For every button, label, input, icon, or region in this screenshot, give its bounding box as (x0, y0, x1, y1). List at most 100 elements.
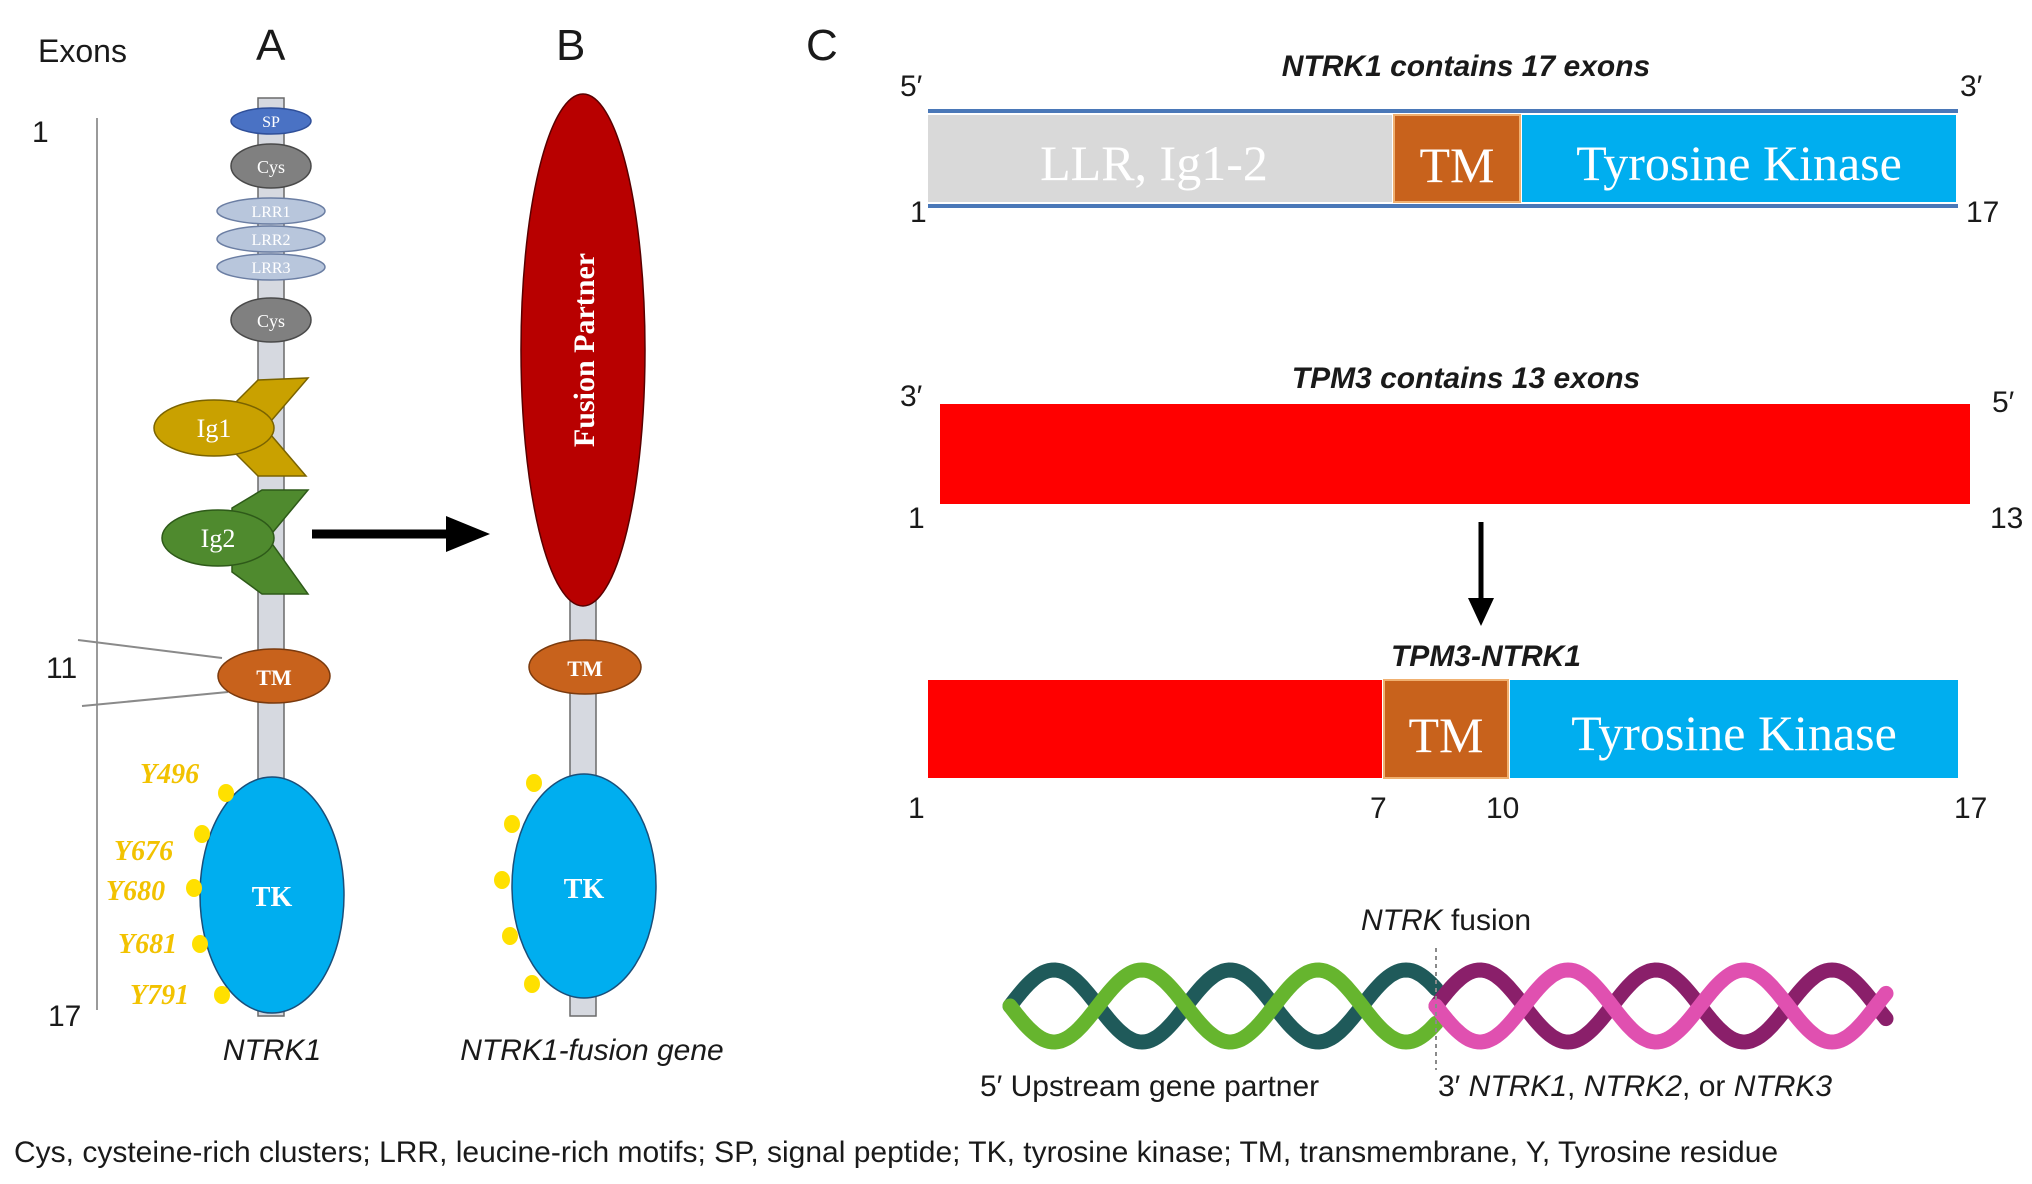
tm-label-a: TM (256, 665, 292, 690)
lrr1-label: LRR1 (251, 204, 290, 221)
tyrosine-dot-y676 (194, 825, 210, 843)
dna-helix (1002, 948, 1894, 1070)
tpm3-num-left: 1 (908, 502, 925, 535)
helix-strand-pink (1428, 962, 1894, 1050)
arrow-down (1468, 522, 1494, 626)
tm-domain-b (528, 639, 642, 695)
helix-left-label: 5′ Upstream gene partner (980, 1070, 1319, 1103)
tk-label-b: TK (564, 874, 605, 905)
exon-mark-1: 1 (32, 116, 49, 149)
helix-strand-green (1002, 962, 1444, 1050)
fusion-num-17: 17 (1954, 792, 1987, 825)
tyrosine-dot-b5 (524, 975, 540, 993)
panel-c-label: C (806, 21, 838, 70)
ntrk1-num-left: 1 (910, 196, 927, 229)
fusion-tk-segment (1510, 680, 1958, 778)
ntrk1-end-right: 3′ (1960, 70, 1983, 103)
tyrosine-dot-y791 (214, 986, 230, 1004)
fusion-num-10: 10 (1486, 792, 1519, 825)
tyrosine-label-y676: Y676 (114, 836, 173, 867)
exon-mark-11: 11 (46, 652, 77, 685)
tyrosine-label-y680: Y680 (106, 876, 165, 907)
tyrosine-dot-b3 (494, 871, 510, 889)
helix-right-sep1: , (1567, 1070, 1584, 1103)
lrr3-label: LRR3 (251, 260, 290, 277)
fusion-tm-label: TM (1409, 707, 1484, 763)
helix-right-ntrk2: NTRK2 (1584, 1070, 1683, 1103)
tyrosine-dot-b1 (526, 774, 542, 792)
tpm3-bar (940, 404, 1970, 504)
ntrk1-llr-segment (928, 115, 1392, 202)
exon-mark-17: 17 (48, 1000, 81, 1033)
helix-right-label: 3′ NTRK1, NTRK2, or NTRK3 (1438, 1070, 1832, 1103)
ntrk1-tm-segment (1393, 114, 1521, 203)
tpm3-num-right: 13 (1990, 502, 2023, 535)
tpm3-title: TPM3 contains 13 exons (1292, 362, 1640, 395)
helix-title: NTRK fusion (1361, 904, 1531, 937)
lrr3-domain (216, 253, 326, 281)
exons-header: Exons (38, 33, 127, 69)
cys-label-bottom: Cys (257, 311, 285, 331)
tm-connector-bottom (81, 691, 229, 707)
helix-right-ntrk1: NTRK1 (1469, 1070, 1567, 1103)
cys-domain-top (230, 143, 312, 189)
ntrk1-title: NTRK1 contains 17 exons (1282, 50, 1650, 83)
helix-title-rest: fusion (1443, 904, 1531, 937)
tyrosine-dot-y496 (218, 784, 234, 802)
ig2-domain (161, 509, 275, 567)
ntrk1-num-right: 17 (1966, 196, 1999, 229)
fusion-partner-domain (520, 93, 646, 607)
tm-domain-a (217, 648, 331, 704)
tpm3-end-right: 5′ (1992, 386, 2015, 419)
tk-domain-b (511, 773, 657, 999)
lrr1-domain (216, 197, 326, 225)
fusion-tm-segment (1383, 679, 1509, 779)
panel-a-caption: NTRK1 (223, 1034, 321, 1067)
fusion-tpm3-segment (928, 680, 1382, 778)
tyrosine-label-y791: Y791 (130, 980, 189, 1011)
panel-b: B Fusion Partner TM TK NTRK1-fusion gene (460, 21, 723, 1067)
arrow-a-to-b (312, 516, 490, 552)
tyrosine-dot-y680 (186, 879, 202, 897)
ntrk1-tk-label: Tyrosine Kinase (1576, 135, 1902, 191)
tpm3-end-left: 3′ (900, 380, 923, 413)
ig1-label: Ig1 (197, 414, 232, 443)
panel-b-label: B (556, 21, 585, 70)
fusion-title: TPM3-NTRK1 (1391, 640, 1581, 673)
panel-b-caption: NTRK1-fusion gene (460, 1034, 723, 1067)
fusion-tk-label: Tyrosine Kinase (1571, 705, 1897, 761)
fusion-partner-label: Fusion Partner (568, 253, 601, 447)
tyrosine-dot-y681 (192, 935, 208, 953)
fusion-num-1: 1 (908, 792, 925, 825)
tyrosine-dot-b2 (504, 815, 520, 833)
helix-right-prefix: 3′ (1438, 1070, 1469, 1103)
panel-a: Exons A 1 11 17 SP Cys LRR1 LRR2 LRR3 Cy… (32, 21, 345, 1067)
tm-connector-top (77, 639, 223, 659)
lrr2-label: LRR2 (251, 232, 290, 249)
ig2-label: Ig2 (201, 524, 236, 553)
tyrosine-label-y681: Y681 (118, 929, 177, 960)
lrr2-domain (216, 225, 326, 253)
helix-title-gene: NTRK (1361, 904, 1445, 937)
tk-domain-a (199, 776, 345, 1014)
panel-a-label: A (256, 21, 286, 70)
fusion-num-7: 7 (1370, 792, 1387, 825)
helix-right-ntrk3: NTRK3 (1734, 1070, 1833, 1103)
helix-right-sep2: , or (1682, 1070, 1734, 1103)
ntrk1-end-left: 5′ (900, 70, 923, 103)
tyrosine-label-y496: Y496 (140, 759, 199, 790)
tyrosine-dot-b4 (502, 927, 518, 945)
panel-c: C NTRK1 contains 17 exons 5′ 3′ LLR, Ig1… (806, 21, 2023, 1103)
tm-label-b: TM (567, 656, 603, 681)
sp-label: SP (262, 114, 280, 131)
helix-strand-purple (1428, 962, 1894, 1050)
footnote: Cys, cysteine-rich clusters; LRR, leucin… (14, 1136, 1778, 1169)
cys-label-top: Cys (257, 157, 285, 177)
tk-label-a: TK (252, 882, 293, 913)
sp-domain (230, 107, 312, 135)
ntrk1-tk-segment (1522, 115, 1956, 202)
cys-domain-bottom (230, 297, 312, 343)
ntrk1-llr-label: LLR, Ig1-2 (1040, 135, 1268, 191)
ig1-domain (153, 399, 275, 457)
